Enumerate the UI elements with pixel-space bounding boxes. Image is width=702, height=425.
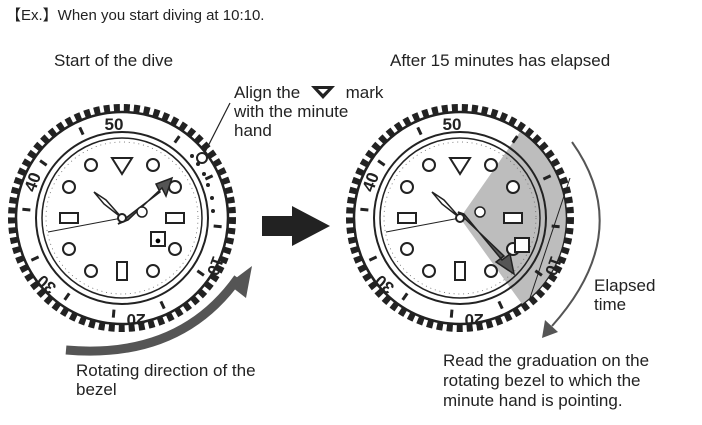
elapsed-label-line2: time <box>594 295 627 314</box>
rotate-caption-line2: bezel <box>76 380 117 399</box>
align-note-line3: hand <box>234 121 272 140</box>
read-caption-line3: minute hand is pointing. <box>443 391 623 410</box>
watch-start-of-dive: 50 40 30 20 10 ● <box>8 104 236 332</box>
align-note-line1: Align the mark <box>234 83 383 102</box>
align-note-before: Align the <box>234 83 301 102</box>
bezel-number-20: 20 <box>127 310 146 329</box>
watch-after-15-minutes: 50 40 30 20 10 <box>346 104 574 332</box>
transition-arrow <box>262 206 330 246</box>
read-caption-line1: Read the graduation on the <box>443 351 650 370</box>
bezel-inner-edge <box>35 131 209 305</box>
rotate-caption-line1: Rotating direction of the <box>76 361 256 380</box>
left-panel-title: Start of the dive <box>54 51 174 70</box>
rotation-arrow-head <box>228 266 252 298</box>
align-note-line2: with the minute <box>234 102 349 121</box>
elapsed-arrow-head <box>542 320 558 338</box>
bezel-number-50-right: 50 <box>443 115 462 134</box>
elapsed-arc <box>551 141 601 327</box>
triangle-mark-icon <box>310 86 335 99</box>
align-note-after: mark <box>345 83 384 102</box>
bezel-marker-dot <box>196 152 208 164</box>
read-caption-line2: rotating bezel to which the <box>443 371 641 390</box>
right-panel-title: After 15 minutes has elapsed <box>390 51 611 70</box>
bezel-number-20-right: 20 <box>465 310 484 329</box>
elapsed-label-line1: Elapsed <box>594 276 656 295</box>
svg-text:●: ● <box>155 235 162 247</box>
bezel-number-50: 50 <box>105 115 124 134</box>
example-heading: 【Ex.】When you start diving at 10:10. <box>6 7 265 24</box>
bezel-knurl <box>8 104 236 332</box>
rotation-arc <box>65 275 242 356</box>
